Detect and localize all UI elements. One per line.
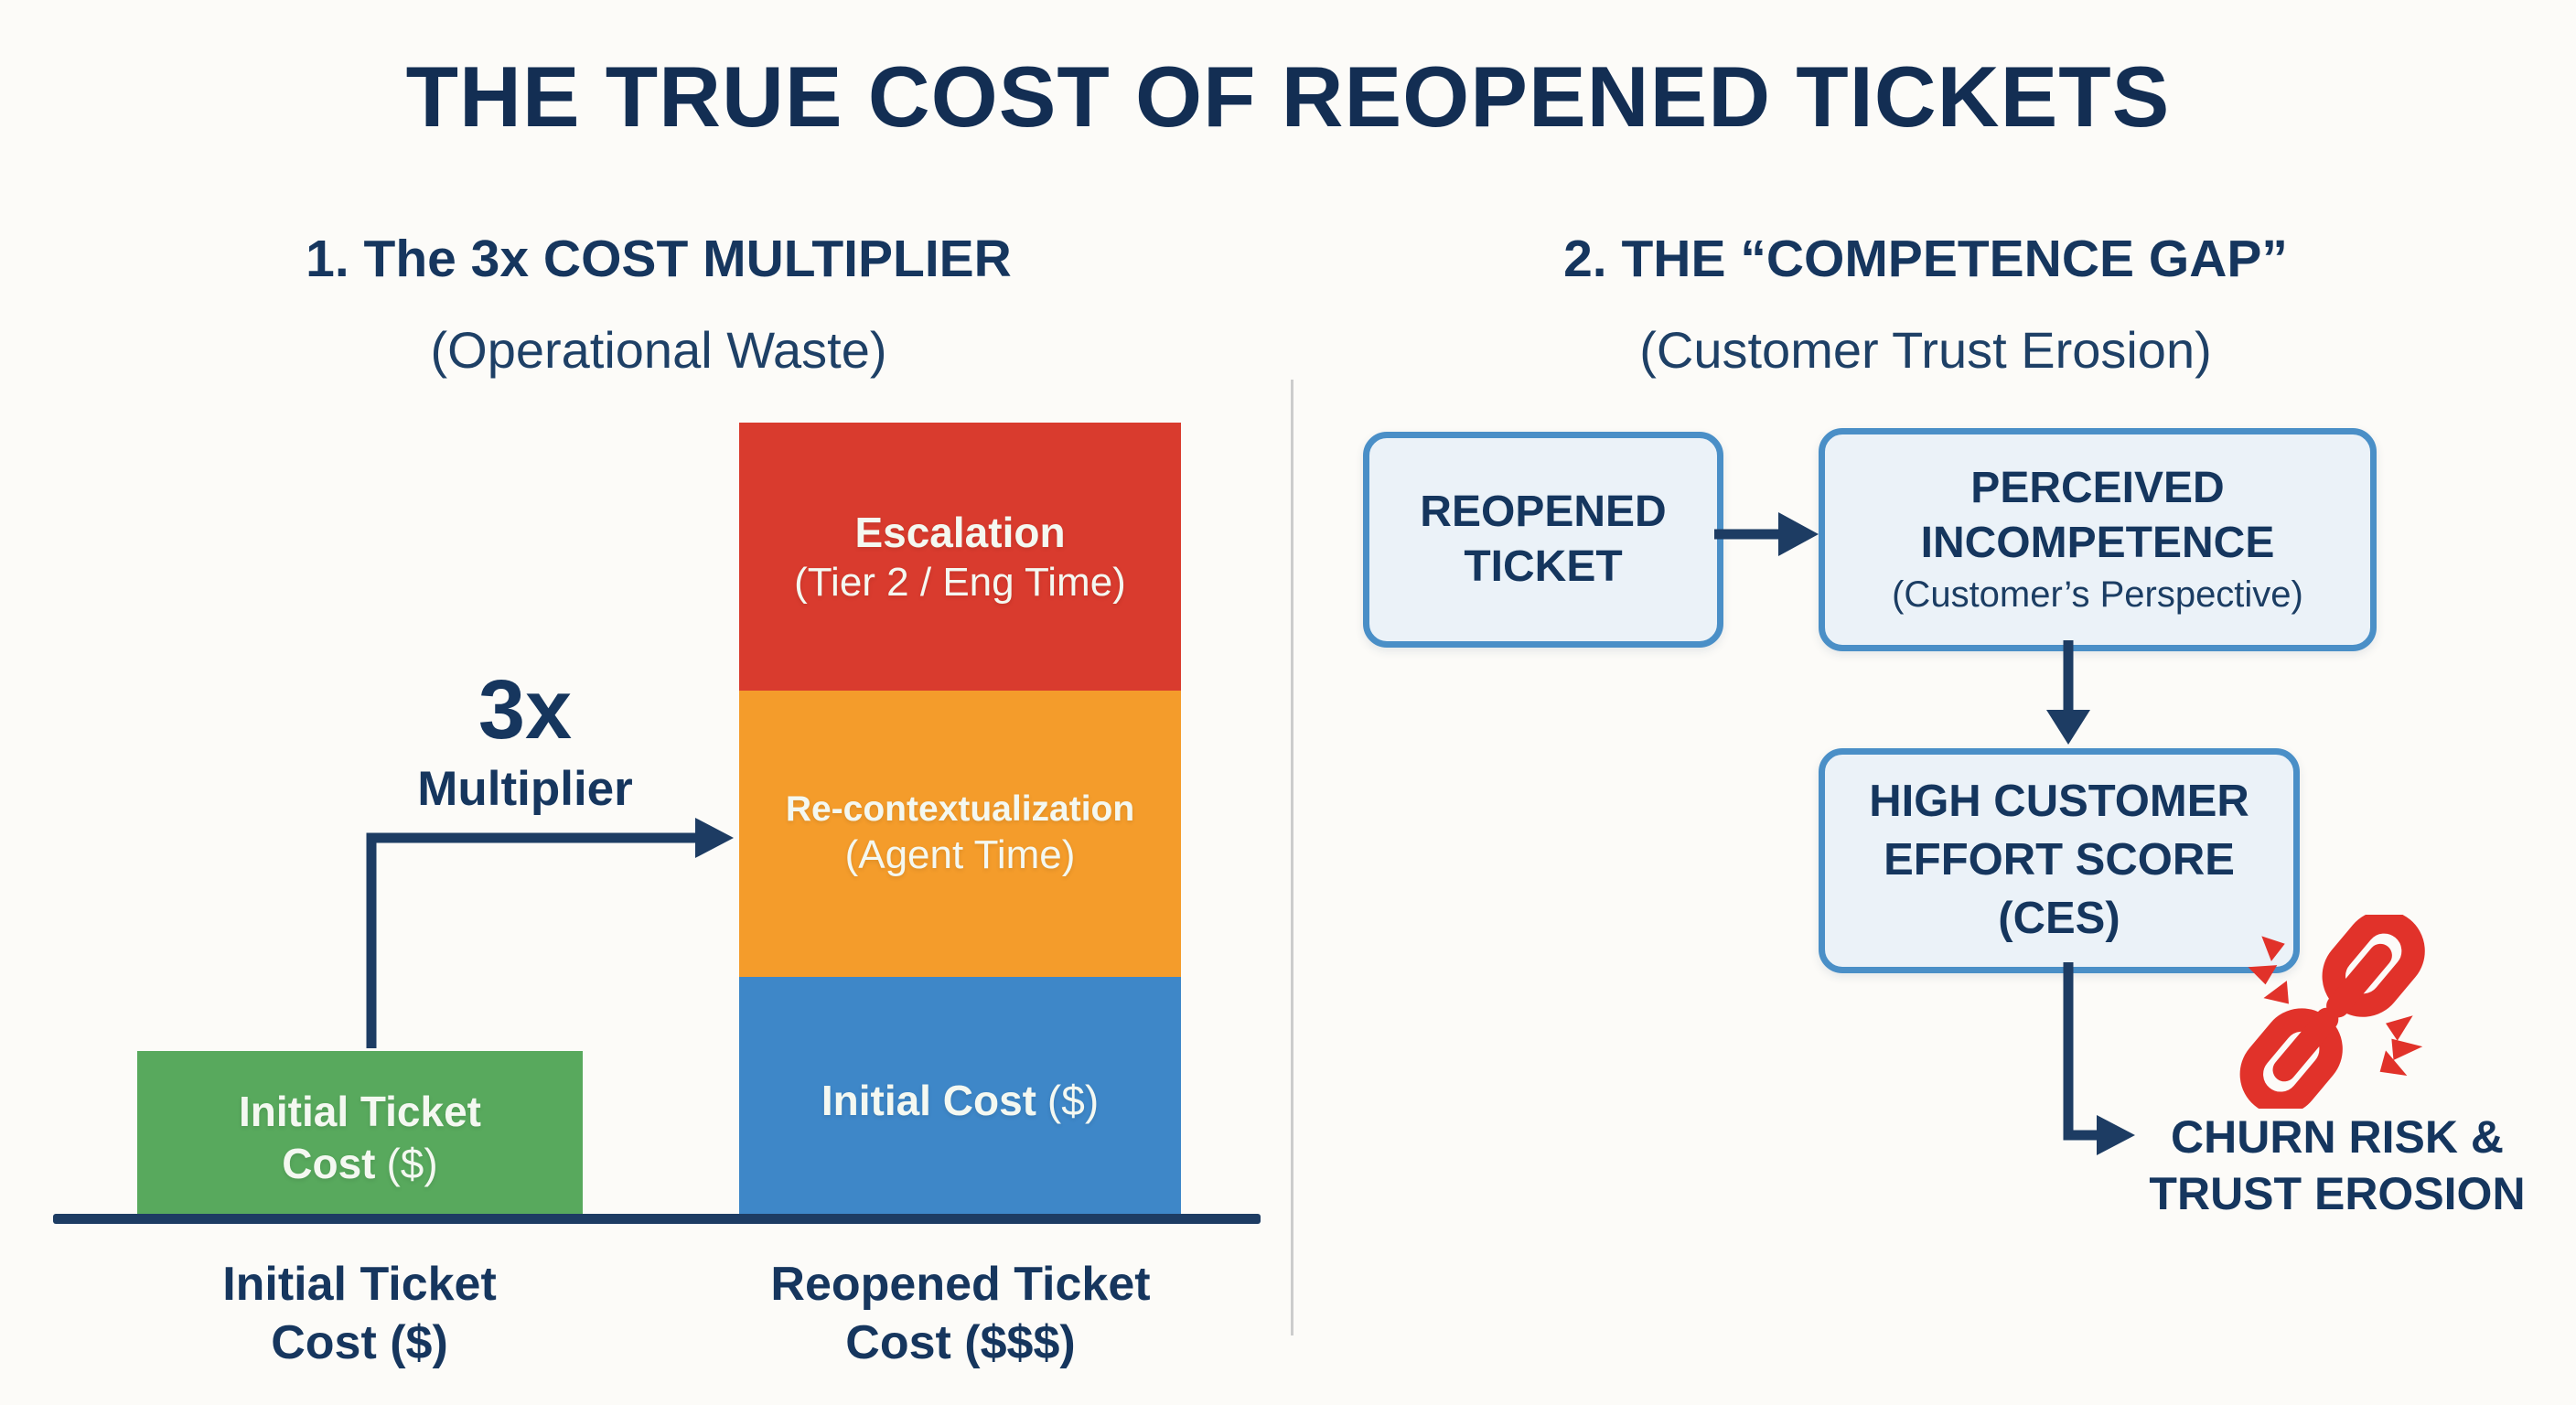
multiplier-arrow [366,818,734,1048]
right-section-heading: 2. THE “COMPETENCE GAP” [1563,230,2288,288]
initial-cost-segment: Initial Cost($) [739,977,1181,1224]
flow-arrow-elbow-icon [2063,962,2135,1155]
broken-chain-icon [2239,915,2435,1109]
multiplier-value: 3x [478,663,573,756]
initial-cost-label: Initial Cost($) [821,1076,1100,1124]
flow-arrow-right-icon [1714,512,1819,556]
initial-bar-label-line2: Cost($) [282,1139,438,1187]
left-section-subheading: (Operational Waste) [430,321,887,379]
escalation-title: Escalation [854,508,1066,556]
multiplier-label: 3x Multiplier [388,668,662,813]
page-title: THE TRUE COST OF REOPENED TICKETS [405,48,2171,145]
initial-bar-label-line1: Initial Ticket [238,1088,482,1136]
flow-arrow-down-icon [2046,640,2090,745]
perceived-incompetence-box: PERCEIVED INCOMPETENCE (Customer’s Persp… [1819,428,2377,651]
left-section-heading: 1. The 3x COST MULTIPLIER [306,230,1012,288]
section-divider [1291,380,1293,1335]
escalation-subtitle: (Tier 2 / Eng Time) [794,559,1126,605]
churn-risk-label: CHURN RISK & TRUST EROSION [2149,1111,2526,1219]
initial-ticket-bar: Initial Ticket Cost($) [137,1051,583,1224]
recontextualization-segment: Re-contextualization (Agent Time) [739,691,1181,977]
recontextualization-subtitle: (Agent Time) [844,832,1076,878]
multiplier-text: Multiplier [417,762,633,816]
recontextualization-title: Re-contextualization [785,788,1135,829]
axis-label-initial: Initial Ticket Cost ($) [222,1258,497,1370]
escalation-segment: Escalation (Tier 2 / Eng Time) [739,423,1181,691]
right-section-subheading: (Customer Trust Erosion) [1639,321,2212,379]
high-ces-box: HIGH CUSTOMER EFFORT SCORE (CES) [1819,748,2300,973]
axis-label-reopened: Reopened Ticket Cost ($$$) [770,1258,1151,1370]
chart-baseline [53,1214,1261,1224]
reopened-ticket-box: REOPENED TICKET [1363,432,1723,648]
